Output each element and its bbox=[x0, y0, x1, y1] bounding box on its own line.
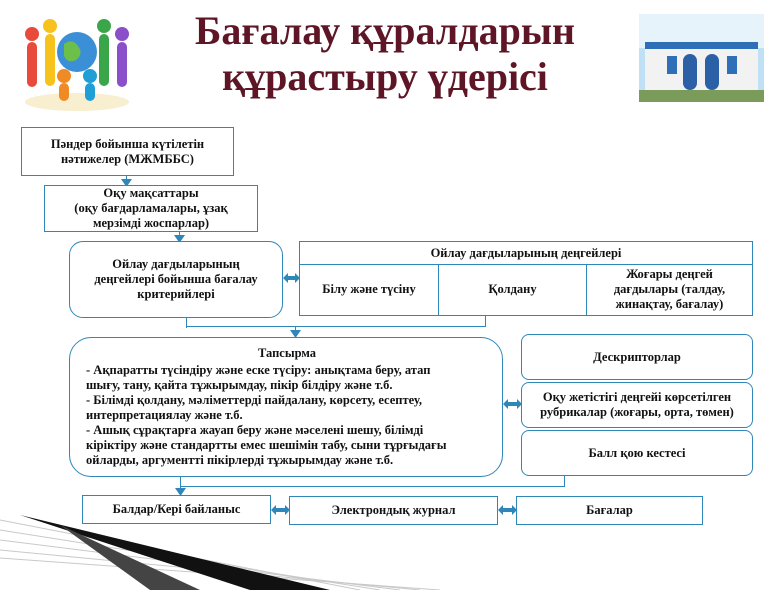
task-line: интерпретациялау және т.б. bbox=[86, 408, 243, 422]
expected-results-line-1: Пәндер бойынша күтілетін bbox=[50, 136, 205, 151]
level-knowledge-cell: Білу және түсіну bbox=[300, 264, 439, 315]
feedback-box: Балдар/Кері байланыс bbox=[82, 495, 271, 524]
task-line: ойларды, аргументті пікірлерді тұжырымда… bbox=[86, 453, 394, 467]
thinking-levels-header: Ойлау дағдыларының деңгейлері bbox=[300, 242, 752, 265]
rubrics-line-2: рубрикалар (жоғары, орта, төмен) bbox=[540, 405, 734, 419]
criteria-line-2: деңгейлері бойынша бағалау bbox=[94, 272, 258, 286]
level-higher-cell: Жоғары деңгей дағдылары (талдау, жинақта… bbox=[587, 264, 752, 315]
double-arrow-icon bbox=[498, 505, 517, 515]
learning-goals-box: Оқу мақсаттары (оқу бағдарламалары, ұзақ… bbox=[44, 185, 258, 232]
arrow-down-icon bbox=[121, 179, 132, 187]
expected-results-box: Пәндер бойынша күтілетін нәтижелер (МЖМБ… bbox=[21, 127, 234, 176]
rubrics-box: Оқу жетістігі деңгейі көрсетілген рубрик… bbox=[521, 382, 753, 428]
level-application-cell: Қолдану bbox=[439, 264, 587, 315]
thinking-levels-table: Ойлау дағдыларының деңгейлері Білу және … bbox=[299, 241, 753, 316]
criteria-line-3: критерийлері bbox=[137, 287, 215, 301]
double-arrow-icon bbox=[503, 399, 522, 409]
learning-goals-line-3: мерзімді жоспарлар) bbox=[92, 216, 210, 230]
arrow-down-icon bbox=[290, 330, 301, 338]
grades-box: Бағалар bbox=[516, 496, 703, 525]
criteria-line-1: Ойлау дағдыларының bbox=[112, 257, 240, 271]
page-title-line-1: Бағалау құралдарын bbox=[194, 8, 576, 53]
task-title: Тапсырма bbox=[257, 346, 317, 360]
learning-goals-line-2: (оқу бағдарламалары, ұзақ bbox=[74, 201, 228, 215]
page-title-line-2: құрастыру үдерісі bbox=[222, 54, 548, 99]
task-line: - Ашық сұрақтарға жауап беру және мәселе… bbox=[86, 423, 424, 437]
arrow-down-icon bbox=[174, 235, 185, 243]
task-line: - Ақпаратты түсіндіру және еске түсіру: … bbox=[86, 363, 431, 377]
expected-results-line-2: нәтижелер (МЖМББС) bbox=[61, 151, 194, 166]
task-box: Тапсырма - Ақпаратты түсіндіру және еске… bbox=[69, 337, 503, 477]
double-arrow-icon bbox=[283, 273, 300, 283]
decorative-swoosh bbox=[0, 515, 441, 590]
arrow-down-icon bbox=[175, 488, 186, 496]
score-table-box: Балл қою кестесі bbox=[521, 430, 753, 476]
task-line: шығу, тану, қайта тұжырымдау, пікір білд… bbox=[86, 378, 393, 392]
task-line: - Білімді қолдану, мәліметтерді пайдалан… bbox=[86, 393, 422, 407]
level-higher-line-3: жинақтау, бағалау) bbox=[615, 297, 724, 311]
level-higher-line-2: дағдылары (талдау, bbox=[613, 282, 726, 296]
criteria-box: Ойлау дағдыларының деңгейлері бойынша ба… bbox=[69, 241, 283, 318]
task-line: кіріктіру және стандартты емес шешімін т… bbox=[86, 438, 447, 452]
people-globe-logo bbox=[25, 19, 129, 111]
school-building-photo bbox=[639, 14, 764, 102]
page-title: Бағалау құралдарын құрастыру үдерісі bbox=[150, 8, 620, 100]
double-arrow-icon bbox=[271, 505, 290, 515]
descriptors-box: Дескрипторлар bbox=[521, 334, 753, 380]
level-higher-line-1: Жоғары деңгей bbox=[626, 267, 713, 281]
rubrics-line-1: Оқу жетістігі деңгейі көрсетілген bbox=[542, 390, 732, 404]
electronic-journal-box: Электрондық журнал bbox=[289, 496, 498, 525]
learning-goals-line-1: Оқу мақсаттары bbox=[103, 186, 199, 200]
